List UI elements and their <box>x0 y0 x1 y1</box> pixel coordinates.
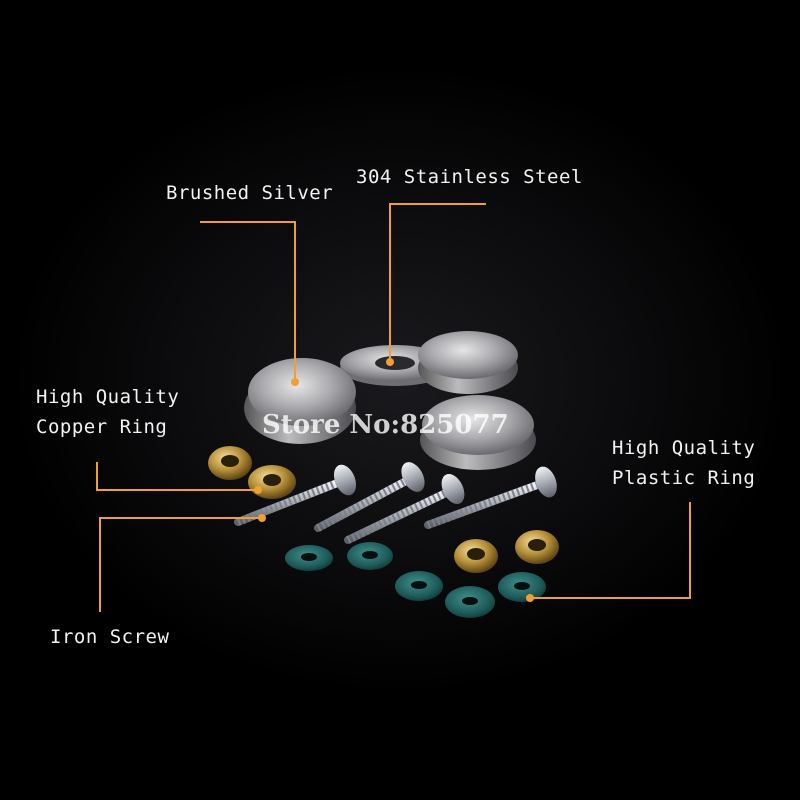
copper-ring-2 <box>248 465 296 499</box>
mirror-cap-right <box>420 395 536 470</box>
leader-dots <box>254 358 534 602</box>
label-stainless-steel: 304 Stainless Steel <box>356 166 583 188</box>
iron-screw-2 <box>314 462 425 532</box>
leader-brushed-silver <box>200 221 296 380</box>
iron-screw-1 <box>234 464 357 526</box>
label-plastic-ring-line1: High Quality <box>612 437 756 459</box>
plastic-ring-2 <box>347 542 393 570</box>
leader-iron-screw <box>99 517 262 612</box>
copper-ring-1 <box>208 446 252 480</box>
label-iron-screw: Iron Screw <box>50 626 170 648</box>
leader-copper-ring <box>96 462 258 491</box>
mirror-cap-left <box>244 358 356 444</box>
plastic-ring-4 <box>445 586 495 618</box>
mirror-cap-back <box>418 331 518 394</box>
copper-ring-4 <box>515 530 559 564</box>
leader-stainless-steel <box>389 203 486 360</box>
store-watermark: Store No:825077 <box>262 410 509 440</box>
label-brushed-silver: Brushed Silver <box>166 182 334 204</box>
plastic-ring-5 <box>498 572 546 602</box>
label-copper-ring-line1: High Quality <box>36 386 180 408</box>
leader-plastic-ring <box>530 502 691 599</box>
label-plastic-ring-line2: Plastic Ring <box>612 467 756 489</box>
copper-ring-3 <box>454 539 498 573</box>
iron-screw-3 <box>344 473 465 544</box>
plastic-ring-1 <box>285 545 333 571</box>
leader-lines <box>96 203 691 612</box>
plastic-ring-3 <box>395 571 443 601</box>
iron-screw-4 <box>424 466 557 529</box>
label-copper-ring-line2: Copper Ring <box>36 416 168 438</box>
